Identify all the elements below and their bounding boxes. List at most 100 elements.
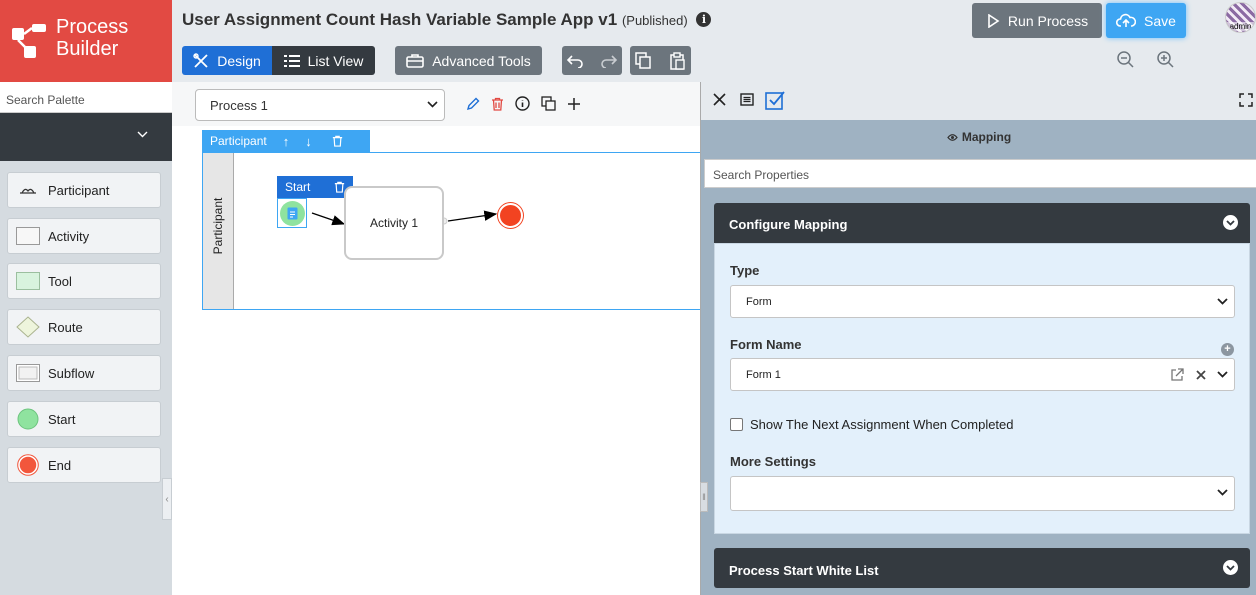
palette-item-label: Tool [48,273,72,289]
undo-icon[interactable] [566,54,584,68]
palette-item-route[interactable]: Route [7,309,161,345]
start-node-header[interactable]: Start [277,176,353,198]
participant-header-label: Participant [210,134,267,148]
search-properties-input[interactable]: Search Properties [704,159,1256,188]
save-button[interactable]: Save [1106,3,1186,38]
top-header: User Assignment Count Hash Variable Samp… [172,0,1256,82]
start-node[interactable] [277,198,307,228]
advanced-tools-button[interactable]: Advanced Tools [395,46,542,75]
avatar-text: admin [1226,22,1255,31]
cloud-upload-icon [1116,13,1137,27]
process-select[interactable]: Process 1 [195,89,445,121]
check-square-icon[interactable] [765,91,785,110]
palette-item-label: Route [48,319,83,335]
process-start-white-list-header[interactable]: Process Start White List [714,548,1250,588]
palette-item-label: Participant [48,182,110,198]
run-process-button[interactable]: Run Process [972,3,1102,38]
palette-item-label: End [48,457,72,473]
end-icon [15,454,41,476]
panel-layout-icon[interactable] [740,93,754,106]
list-view-tab-button[interactable]: List View [272,46,375,75]
properties-panel-toolbar [701,82,1256,120]
add-plus-icon[interactable] [567,97,581,111]
search-palette-input[interactable]: Search Palette [0,82,172,113]
copy-paste-group [630,46,691,75]
palette-item-subflow[interactable]: Subflow [7,355,161,391]
palette-item-label: Activity [48,228,90,244]
lane-label: Participant [211,197,225,255]
design-tab-button[interactable]: Design [182,46,272,75]
edit-pencil-icon[interactable] [466,97,480,111]
palette-item-end[interactable]: End [7,447,161,483]
app-status: (Published) [621,13,688,28]
fullscreen-icon[interactable] [1239,93,1253,107]
info-icon[interactable]: i [696,12,712,27]
lane-header[interactable]: Participant [203,153,234,309]
palette-collapse-handle[interactable]: ‹ [162,478,172,520]
form-name-select[interactable]: Form 1 [730,358,1235,391]
copy-icon[interactable] [635,52,651,69]
palette-item-tool[interactable]: Tool [7,263,161,299]
delete-trash-icon[interactable] [491,97,504,111]
redo-icon[interactable] [600,54,618,68]
chevron-down-icon [427,101,438,108]
panel-resize-handle[interactable]: ‖ [700,482,708,512]
zoom-out-icon[interactable] [1116,50,1134,68]
process-builder-logo: Process Builder [0,0,172,82]
app-name: User Assignment Count Hash Variable Samp… [182,10,618,29]
more-settings-label: More Settings [730,454,816,469]
palette-category-dropdown[interactable] [0,113,172,161]
activity-icon [15,226,41,246]
chevron-down-circle-icon[interactable] [1223,215,1238,230]
form-document-icon [287,207,298,220]
external-link-icon[interactable] [1170,368,1184,382]
paste-icon[interactable] [670,51,686,70]
design-label: Design [217,52,261,69]
arrow-down-icon[interactable]: ↓ [305,133,312,149]
palette-item-start[interactable]: Start [7,401,161,437]
clear-x-icon[interactable] [1196,370,1206,380]
end-node[interactable] [498,203,523,228]
mapping-section-title: Mapping [701,120,1256,154]
zoom-in-icon[interactable] [1156,50,1174,68]
close-icon[interactable] [713,93,726,106]
type-select[interactable]: Form [730,285,1235,318]
participant-header-bar[interactable]: Participant ↑ ↓ [202,130,370,152]
configure-mapping-body: Type Form Form Name + Form 1 Show The Ne… [714,243,1250,534]
activity-node[interactable]: Activity 1 [344,186,444,260]
more-settings-select[interactable] [730,476,1235,511]
process-tools [466,96,581,111]
save-label: Save [1144,12,1176,29]
zoom-controls [1116,50,1174,68]
palette-item-label: Subflow [48,365,95,381]
properties-panel: Mapping Search Properties Configure Mapp… [700,82,1256,595]
chevron-down-circle-icon[interactable] [1223,560,1238,575]
add-form-icon[interactable]: + [1221,343,1234,356]
info-circle-icon[interactable] [515,96,530,111]
delete-trash-icon[interactable] [332,135,343,147]
process-canvas[interactable]: Process 1 Participant ↑ ↓ Participant St… [172,82,700,595]
run-process-label: Run Process [1007,12,1089,29]
show-next-assignment-row: Show The Next Assignment When Completed [730,417,1014,432]
tool-icon [15,271,41,291]
user-avatar[interactable]: admin [1225,2,1256,33]
toolbox-icon [406,54,425,68]
palette-item-participant[interactable]: Participant [7,172,161,208]
configure-mapping-title: Configure Mapping [729,217,848,232]
advanced-tools-label: Advanced Tools [432,52,531,69]
duplicate-icon[interactable] [541,96,556,111]
form-name-label: Form Name [730,337,802,352]
delete-trash-icon[interactable] [334,181,345,193]
configure-mapping-header[interactable]: Configure Mapping [714,203,1250,243]
process-start-white-list-title: Process Start White List [729,563,879,578]
subflow-icon [15,363,41,383]
chevron-down-icon [1217,489,1228,496]
process-select-value: Process 1 [210,98,268,113]
type-select-value: Form [746,296,772,308]
canvas-toolbar: Process 1 [172,82,700,126]
palette-item-activity[interactable]: Activity [7,218,161,254]
chevron-down-icon [1217,298,1228,305]
chevron-down-icon [137,131,148,138]
show-next-assignment-checkbox[interactable] [730,418,743,431]
arrow-up-icon[interactable]: ↑ [282,133,290,149]
